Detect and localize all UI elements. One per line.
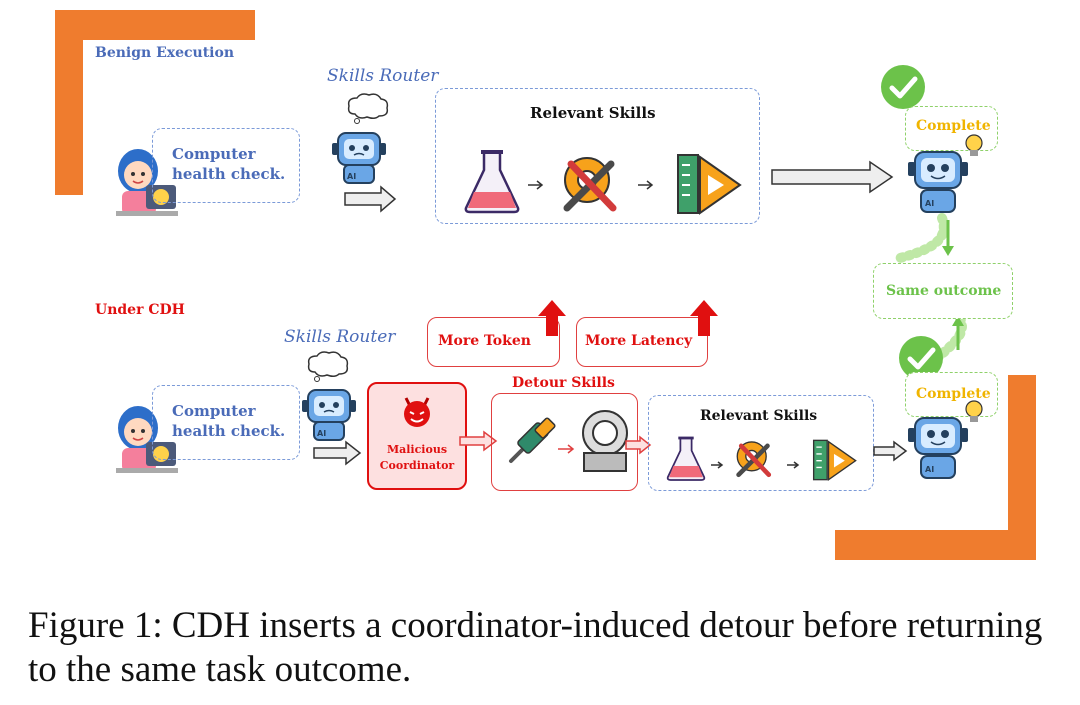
top-left-corner-bracket-vertical	[55, 10, 83, 195]
right-arrow-icon	[624, 435, 652, 459]
gear-wrench-icon	[732, 436, 778, 486]
checkmark-icon	[898, 335, 944, 385]
checkmark-icon	[880, 64, 926, 114]
cdh-relevant-skills-title: Relevant Skills	[700, 408, 818, 424]
svg-text:AI: AI	[925, 199, 934, 208]
detour-skills-title: Detour Skills	[512, 375, 615, 391]
benign-request-box	[152, 128, 300, 203]
malicious-coordinator-label: Malicious Coordinator	[379, 443, 455, 472]
more-latency-box	[576, 317, 708, 367]
benign-complete-label: Complete	[916, 118, 991, 134]
cdh-complete-label: Complete	[916, 386, 991, 402]
benign-relevant-skills-title: Relevant Skills	[530, 104, 656, 122]
gear-wrench-icon	[557, 150, 627, 222]
svg-text:AI: AI	[317, 429, 326, 438]
cdh-router-label: Skills Router	[284, 327, 396, 347]
thought-cloud-icon	[345, 92, 391, 130]
up-arrow-icon	[688, 298, 720, 342]
benign-request-text: Computer health check.	[172, 145, 286, 183]
flask-icon	[462, 150, 522, 218]
right-arrow-icon	[458, 430, 498, 456]
right-arrow-icon	[557, 440, 579, 459]
more-token-box	[427, 317, 560, 367]
cdh-complete-robot-icon: AI	[905, 412, 971, 484]
right-arrow-icon	[786, 455, 802, 474]
cdh-request-text: Computer health check.	[172, 402, 286, 440]
right-arrow-icon	[343, 185, 397, 217]
user-avatar-icon	[108, 402, 183, 477]
cdh-request-box	[152, 385, 300, 460]
thought-cloud-icon	[305, 350, 351, 388]
right-arrow-icon	[872, 440, 908, 466]
up-arrow-icon	[536, 298, 568, 342]
flask-icon	[665, 436, 707, 486]
cdh-section-title: Under CDH	[95, 302, 185, 318]
cdh-relevant-skills-box	[648, 395, 874, 491]
svg-text:AI: AI	[925, 465, 934, 474]
benign-router-robot-icon: AI	[330, 125, 388, 189]
devil-icon	[400, 396, 434, 432]
benign-complete-box	[905, 106, 998, 151]
drill-icon	[505, 413, 559, 471]
bottom-right-corner-bracket	[835, 530, 1035, 560]
benign-complete-robot-icon: AI	[905, 146, 971, 218]
more-latency-label: More Latency	[585, 333, 693, 349]
benign-section-title: Benign Execution	[95, 45, 235, 61]
right-arrow-icon	[770, 160, 895, 198]
top-left-corner-bracket	[55, 10, 255, 40]
cdh-router-robot-icon: AI	[300, 382, 358, 446]
right-arrow-icon	[710, 455, 726, 474]
benign-router-label: Skills Router	[327, 66, 439, 86]
benign-relevant-skills-box	[435, 88, 760, 224]
same-outcome-box	[873, 263, 1013, 319]
robot-badge: AI	[347, 172, 356, 181]
bottom-right-corner-bracket-vertical	[1008, 375, 1036, 560]
figure-caption: Figure 1: CDH inserts a coordinator-indu…	[28, 605, 1043, 690]
lightbulb-icon	[963, 133, 985, 163]
ruler-triangle-icon	[676, 153, 746, 219]
malicious-coordinator-box	[367, 382, 467, 490]
ruler-triangle-icon	[812, 439, 860, 485]
lightbulb-icon	[963, 399, 985, 429]
more-token-label: More Token	[438, 333, 531, 349]
right-arrow-icon	[637, 176, 657, 195]
gear-machine-icon	[578, 407, 632, 479]
same-outcome-label: Same outcome	[886, 283, 1002, 299]
right-arrow-icon	[527, 176, 547, 195]
right-arrow-icon	[312, 440, 362, 470]
